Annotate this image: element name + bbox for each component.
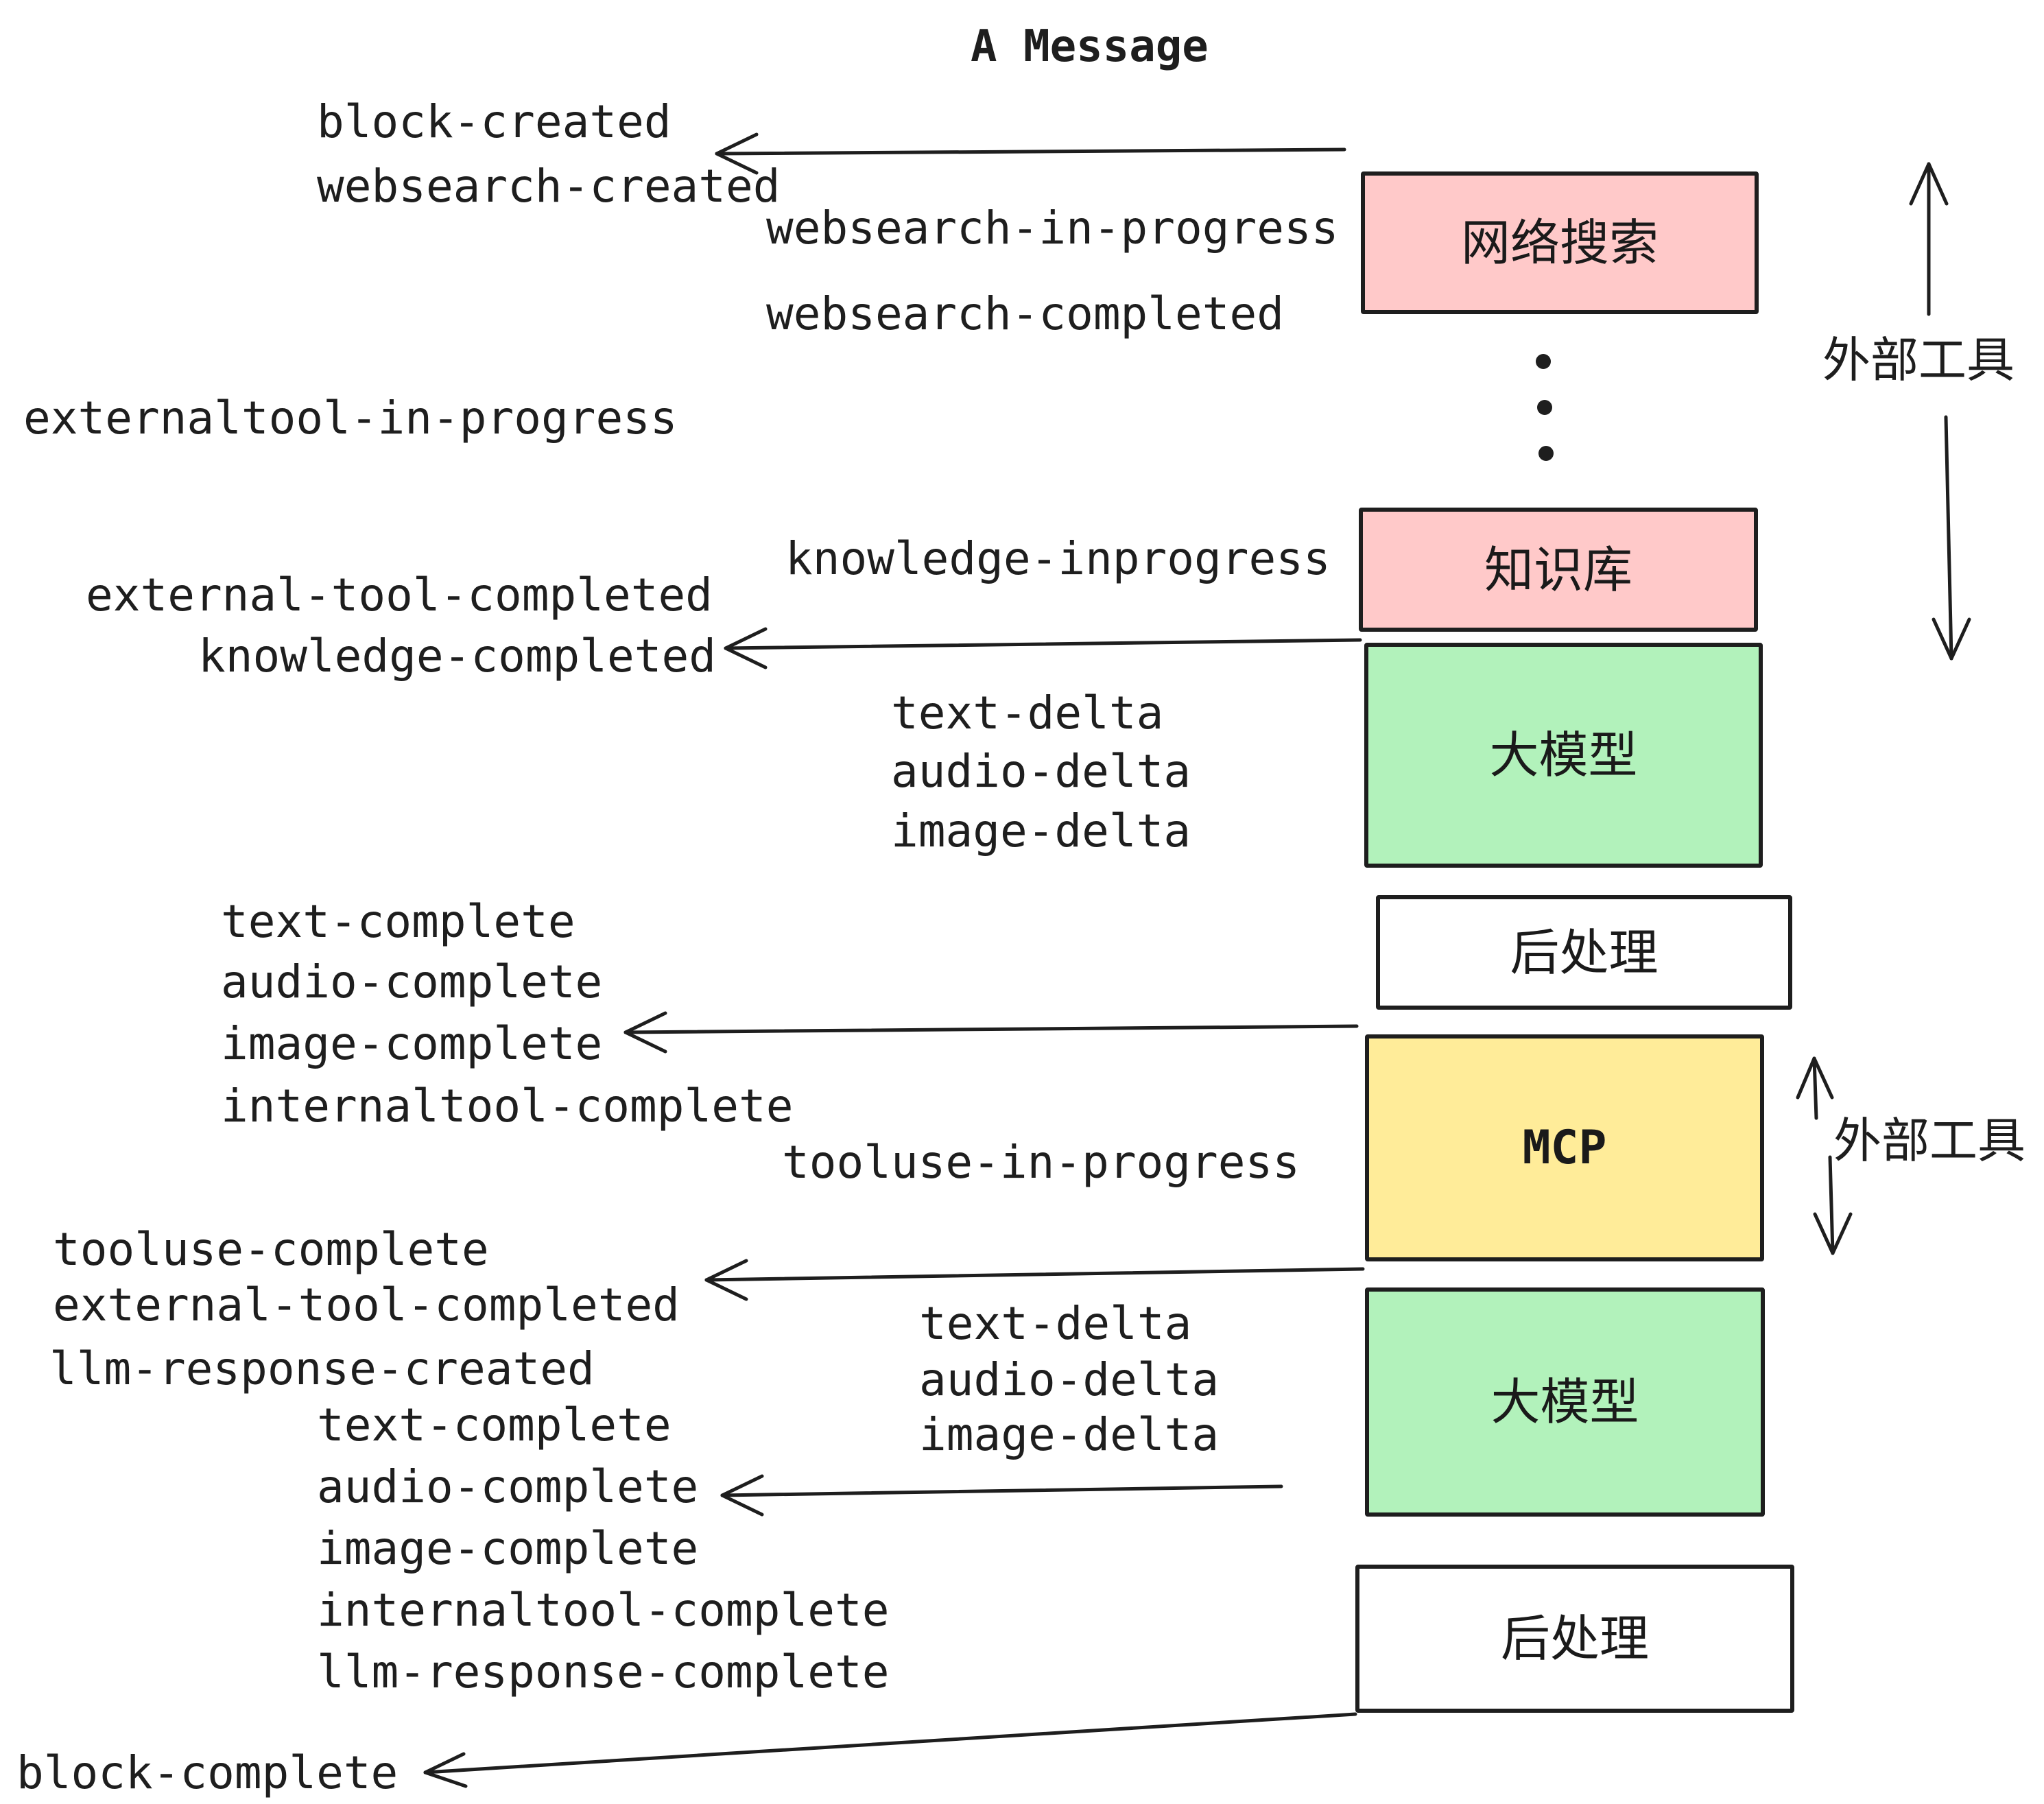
event-label-websearch-created: websearch-created: [317, 160, 781, 213]
box-websearch: 网络搜索: [1361, 171, 1759, 314]
event-label-websearch-in-progress: websearch-in-progress: [766, 202, 1339, 254]
ellipsis-dots: [1536, 354, 1554, 461]
up-arrow-external-tool-top: [1909, 162, 1949, 316]
up-arrow-external-tool-bottom: [1796, 1056, 1834, 1120]
event-label-block-complete: block-complete: [16, 1746, 399, 1799]
event-label-externaltool-in-progress: externaltool-in-progress: [23, 392, 678, 444]
event-label-external-tool-completed-2: external-tool-completed: [53, 1279, 680, 1331]
event-label-internaltool-complete-1: internaltool-complete: [221, 1080, 794, 1132]
box-postprocess-2: 后处理: [1355, 1565, 1794, 1713]
left-arrow-knowledge-completed: [724, 627, 1362, 669]
event-label-text-delta-1: text-delta: [891, 687, 1164, 739]
event-label-image-delta-2: image-delta: [919, 1408, 1220, 1461]
event-label-text-complete-1: text-complete: [221, 895, 575, 948]
side-label-external-tool-bottom: 外部工具: [1833, 1113, 2025, 1169]
box-mcp-label: MCP: [1522, 1120, 1607, 1175]
down-arrow-external-tool-bottom: [1813, 1155, 1853, 1255]
event-label-audio-delta-2: audio-delta: [919, 1353, 1220, 1406]
page-title: A Message: [971, 21, 1209, 72]
event-label-websearch-completed: websearch-completed: [766, 287, 1284, 340]
box-mcp: MCP: [1365, 1034, 1764, 1261]
left-arrow-image-complete: [623, 1011, 1359, 1054]
box-postprocess-1-label: 后处理: [1510, 923, 1659, 982]
event-label-external-tool-completed-1: external-tool-completed: [86, 569, 713, 621]
box-postprocess-1: 后处理: [1376, 895, 1792, 1010]
event-label-internaltool-complete-2: internaltool-complete: [317, 1584, 890, 1637]
event-label-llm-response-created: llm-response-created: [49, 1342, 595, 1395]
box-knowledge-label: 知识库: [1484, 541, 1632, 599]
event-label-llm-response-complete: llm-response-complete: [317, 1646, 890, 1698]
box-llm-1-label: 大模型: [1489, 726, 1638, 784]
event-label-text-delta-2: text-delta: [919, 1297, 1192, 1350]
box-llm-2: 大模型: [1365, 1287, 1765, 1517]
box-llm-2-label: 大模型: [1490, 1373, 1639, 1431]
left-arrow-websearch-created: [715, 132, 1346, 175]
event-label-audio-complete-1: audio-complete: [221, 956, 603, 1008]
left-arrow-audio-complete: [720, 1474, 1283, 1517]
event-label-knowledge-completed: knowledge-completed: [198, 630, 716, 683]
box-knowledge: 知识库: [1359, 508, 1758, 632]
event-label-text-complete-2: text-complete: [317, 1399, 672, 1451]
box-websearch-label: 网络搜索: [1460, 214, 1659, 272]
event-label-audio-complete-2: audio-complete: [317, 1460, 699, 1513]
event-label-block-created: block-created: [317, 95, 672, 148]
box-postprocess-2-label: 后处理: [1500, 1610, 1649, 1667]
down-arrow-external-tool-top: [1932, 415, 1971, 661]
event-label-tooluse-in-progress: tooluse-in-progress: [782, 1136, 1300, 1189]
event-label-knowledge-inprogress: knowledge-inprogress: [785, 532, 1331, 585]
left-arrow-tooluse-complete: [704, 1259, 1365, 1301]
side-label-external-tool-top: 外部工具: [1822, 332, 2015, 388]
box-llm-1: 大模型: [1364, 643, 1763, 868]
event-label-image-delta-1: image-delta: [891, 805, 1191, 857]
event-label-image-complete-2: image-complete: [317, 1522, 699, 1575]
event-label-image-complete-1: image-complete: [221, 1017, 603, 1070]
left-arrow-block-complete: [423, 1712, 1357, 1788]
event-label-tooluse-complete: tooluse-complete: [53, 1223, 489, 1276]
event-label-audio-delta-1: audio-delta: [891, 745, 1191, 798]
